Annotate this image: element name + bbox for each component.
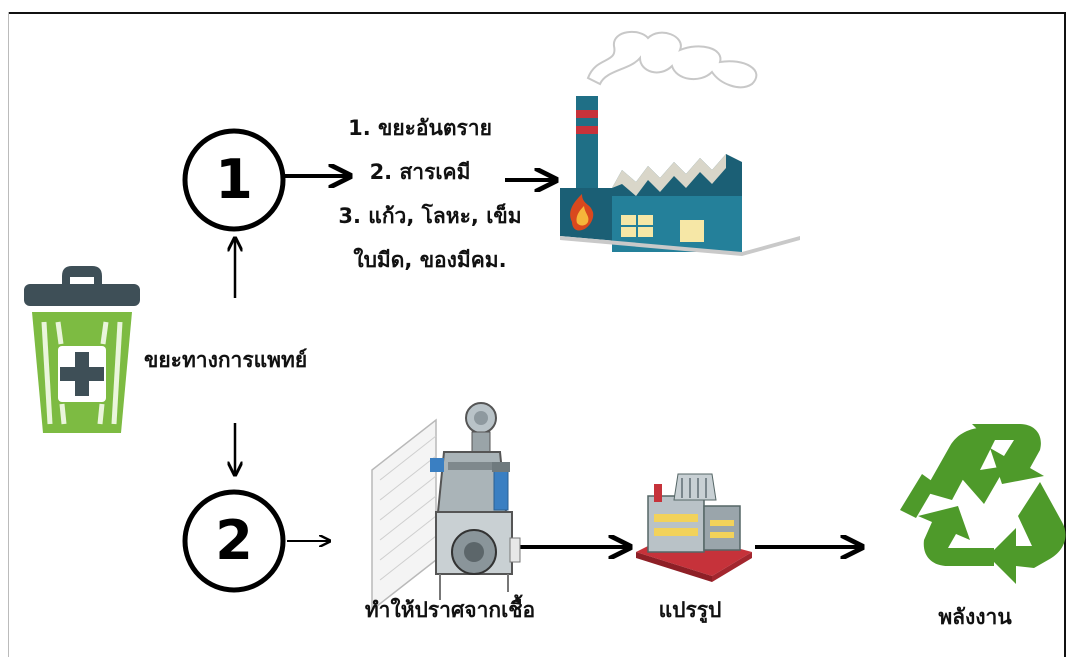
step2-circle bbox=[182, 489, 286, 593]
frame-top-border bbox=[8, 12, 1066, 14]
medical-waste-bin-icon bbox=[24, 266, 140, 433]
step1-item-blades-sharps: ใบมีด, ของมีคม. bbox=[353, 248, 507, 272]
frame-right-border bbox=[1064, 12, 1066, 657]
sterilizer-machine-icon bbox=[371, 402, 521, 612]
stage-energy-label: พลังงาน bbox=[938, 605, 1012, 629]
stage-sterilize-label: ทำให้ปราศจากเชื้อ bbox=[364, 598, 536, 622]
step1-circle bbox=[182, 128, 286, 232]
frame-left-border bbox=[8, 12, 9, 657]
step1-item-hazardous: 1. ขยะอันตราย bbox=[348, 116, 492, 140]
recycle-icon bbox=[900, 424, 1066, 584]
step1-item-chemicals: 2. สารเคมี bbox=[369, 160, 471, 184]
medical-waste-label: ขยะทางการแพทย์ bbox=[144, 348, 308, 372]
processing-plant-icon bbox=[636, 473, 752, 582]
step1-item-glass-metal-needles: 3. แก้ว, โลหะ, เข็ม bbox=[338, 204, 522, 228]
factory-icon bbox=[560, 30, 800, 256]
step1-number: 1 bbox=[215, 148, 253, 211]
step2-number: 2 bbox=[215, 509, 253, 572]
stage-process-label: แปรรูป bbox=[658, 598, 722, 622]
